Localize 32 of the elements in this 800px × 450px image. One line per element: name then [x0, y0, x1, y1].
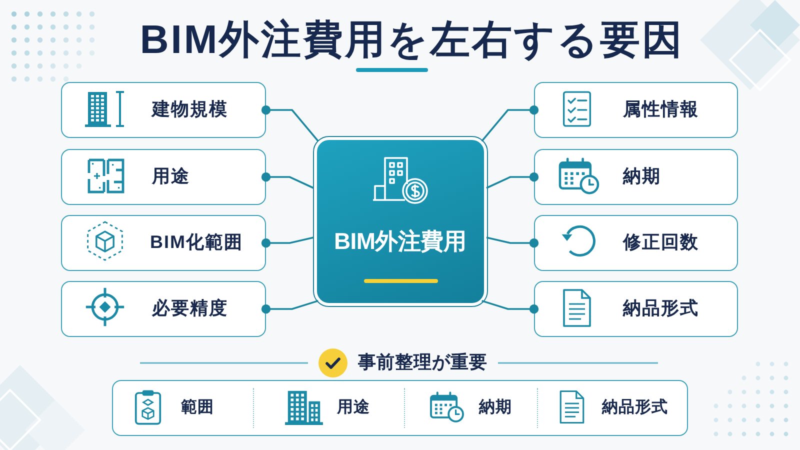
connector-line: [261, 105, 319, 142]
factor-box: [534, 149, 738, 205]
cell-label: 納期: [479, 398, 512, 418]
factor-label: 建物規模: [152, 99, 228, 121]
factor-label: 属性情報: [623, 99, 699, 121]
title: BIM外注費用を左右する要因: [140, 17, 684, 64]
factor-label: BIM化範囲: [150, 232, 243, 254]
connector-line: [486, 172, 539, 189]
panel-heading: 事前整理が重要: [358, 352, 488, 374]
factor-box: [534, 281, 738, 337]
factor-label: 納品形式: [623, 298, 699, 320]
connector-line: [261, 172, 314, 189]
connector-line: [486, 236, 539, 248]
cell-label: 納品形式: [602, 398, 668, 418]
factor-box: [61, 215, 266, 271]
factor-box: [61, 82, 266, 138]
factor-box: [534, 215, 738, 271]
cell-label: 範囲: [181, 398, 214, 418]
factor-box: [61, 149, 266, 205]
factor-label: 必要精度: [152, 298, 228, 320]
factor-label: 修正回数: [623, 232, 699, 254]
hub-label: BIM外注費用: [334, 228, 466, 256]
factor-label: 用途: [152, 166, 190, 188]
factor-box: [534, 82, 738, 138]
connector-line: [261, 300, 318, 314]
factor-label: 納期: [623, 166, 661, 188]
cell-label: 用途: [337, 398, 370, 418]
connector-line: [481, 105, 539, 142]
hub-box: [314, 136, 486, 306]
connector-line: [261, 236, 314, 248]
factor-box: [61, 281, 266, 337]
connector-line: [482, 300, 539, 314]
